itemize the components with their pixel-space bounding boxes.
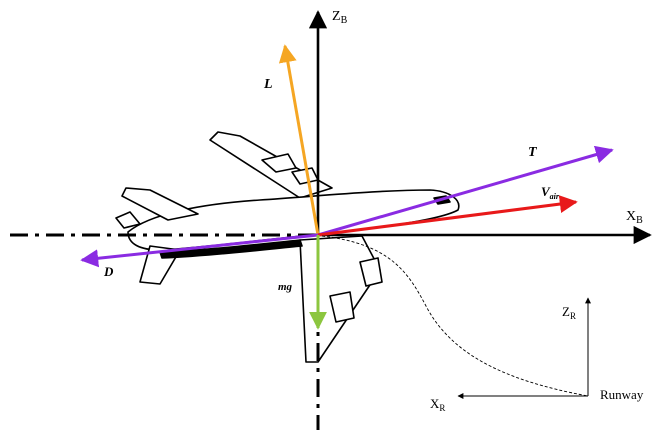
engine-2 [329,291,355,323]
zr-label: ZR [562,304,576,321]
thrust-vector [317,145,614,237]
trajectory-curve [321,235,589,397]
drag-label: D [103,264,114,279]
lift-vector [278,44,320,236]
airspeed-label: Vair [541,184,560,201]
drag-vector [80,233,319,268]
runway-label: Runway [600,387,644,402]
xr-label: XR [430,396,445,413]
airplane [115,131,460,363]
lift-label: L [263,77,273,92]
airspeed-vector [317,195,578,237]
xb-label: XB [626,209,643,226]
weight-label: mg [278,281,293,293]
engine-1 [359,257,383,287]
zb-label: ZB [332,9,348,26]
vertical-tail [121,187,199,221]
thrust-label: T [528,145,538,160]
